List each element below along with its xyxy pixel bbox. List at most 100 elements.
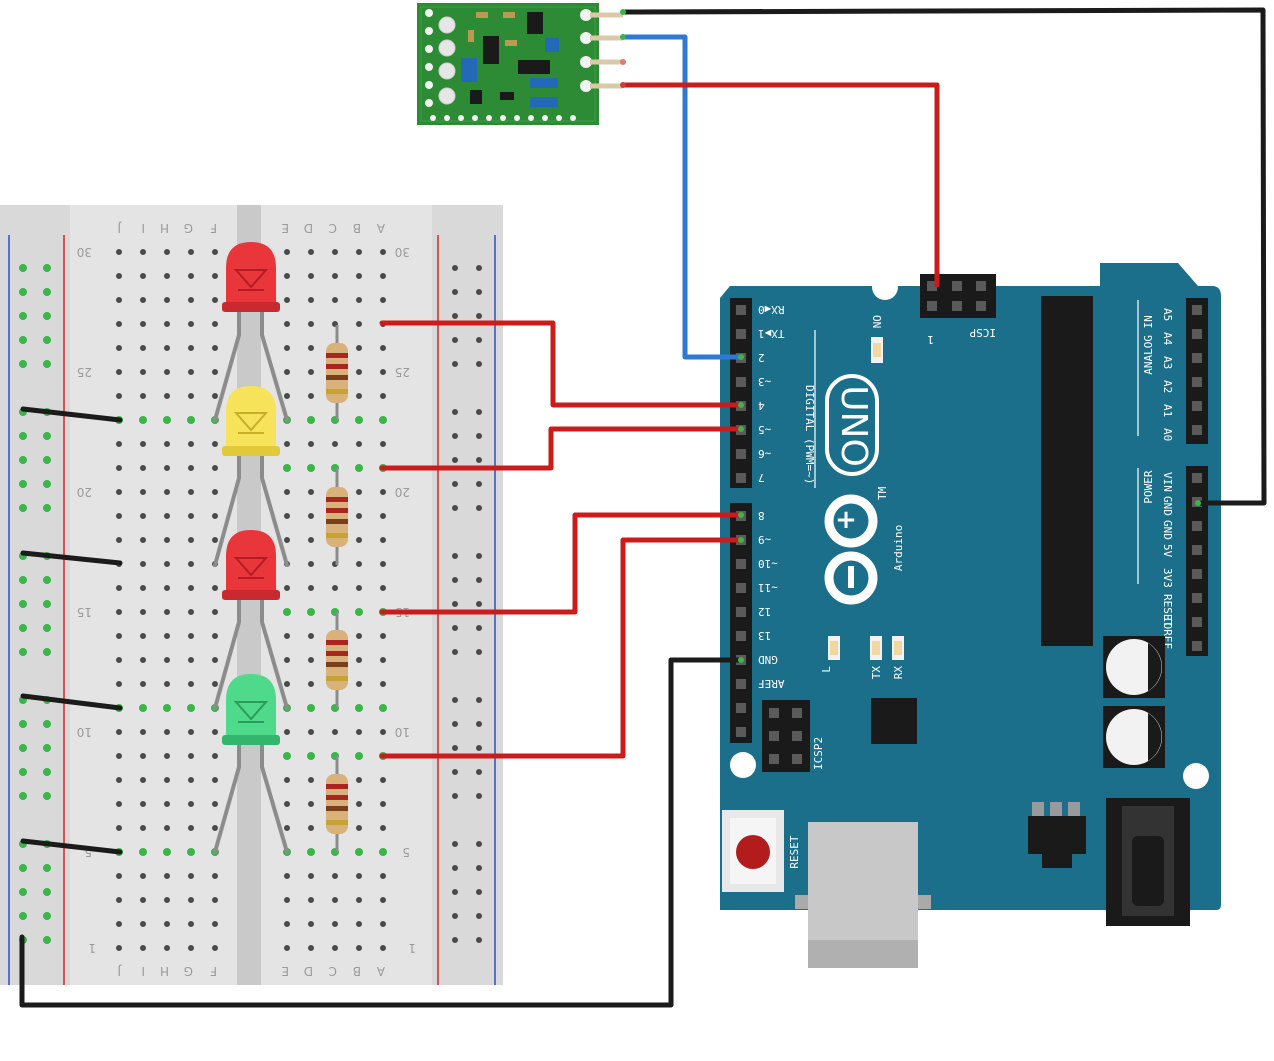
breadboard-hole (284, 441, 290, 447)
breadboard-hole (164, 657, 170, 663)
breadboard-hole (356, 681, 362, 687)
breadboard-hole (43, 792, 51, 800)
breadboard-hole (452, 625, 458, 631)
breadboard-hole (452, 481, 458, 487)
breadboard-hole (284, 273, 290, 279)
breadboard-hole (188, 537, 194, 543)
breadboard-hole (212, 297, 218, 303)
breadboard-hole (43, 912, 51, 920)
arduino-brand: Arduino (892, 525, 905, 571)
breadboard-hole (476, 937, 482, 943)
pin-label: ~10 (758, 557, 778, 570)
breadboard-hole (140, 465, 146, 471)
breadboard-hole (380, 297, 386, 303)
breadboard-hole (19, 744, 27, 752)
breadboard-hole (188, 729, 194, 735)
reset-button[interactable] (722, 810, 784, 892)
wire-black-gnd (19, 657, 744, 1008)
breadboard-hole (188, 777, 194, 783)
breadboard-hole (476, 721, 482, 727)
breadboard-hole (212, 249, 218, 255)
breadboard-hole (380, 897, 386, 903)
pin-label: RESET (1161, 594, 1174, 627)
breadboard-hole (43, 744, 51, 752)
breadboard-hole (380, 369, 386, 375)
breadboard-hole (164, 777, 170, 783)
breadboard-hole (212, 465, 218, 471)
breadboard-hole (476, 337, 482, 343)
header-pin (1192, 353, 1202, 363)
breadboard-hole (43, 480, 51, 488)
breadboard-hole (164, 297, 170, 303)
col-letter: B (353, 221, 361, 235)
row-number: 1 (88, 941, 96, 955)
breadboard-hole (356, 345, 362, 351)
breadboard-hole (308, 897, 314, 903)
breadboard-hole (140, 897, 146, 903)
breadboard-hole (332, 897, 338, 903)
breadboard-hole (164, 393, 170, 399)
pin-label: A1 (1161, 404, 1174, 417)
uno-logo-frame (825, 374, 879, 476)
breadboard-hole (284, 537, 290, 543)
breadboard-hole (452, 601, 458, 607)
breadboard-hole (19, 360, 27, 368)
breadboard-hole (164, 513, 170, 519)
breadboard-hole (164, 441, 170, 447)
breadboard-hole (164, 489, 170, 495)
wire-blue-module-pin2 (620, 34, 744, 360)
breadboard-hole (332, 729, 338, 735)
breadboard-hole (476, 697, 482, 703)
breadboard-hole (116, 753, 122, 759)
breadboard-hole (43, 312, 51, 320)
breadboard-hole (188, 753, 194, 759)
breadboard-hole (188, 585, 194, 591)
breadboard-hole (380, 825, 386, 831)
breadboard-hole (332, 921, 338, 927)
breadboard-hole (356, 585, 362, 591)
breadboard-hole (452, 409, 458, 415)
breadboard-hole (284, 513, 290, 519)
breadboard-hole (187, 416, 195, 424)
breadboard-hole (308, 489, 314, 495)
usb-connector (795, 822, 931, 968)
breadboard-hole (452, 841, 458, 847)
breadboard-hole (476, 577, 482, 583)
breadboard-hole (356, 537, 362, 543)
breadboard-hole (164, 585, 170, 591)
col-letter: E (281, 964, 289, 978)
breadboard-hole (307, 752, 315, 760)
breadboard-hole (116, 513, 122, 519)
breadboard-hole (308, 321, 314, 327)
wire-red-module-icsp (620, 82, 940, 288)
col-letter: A (376, 964, 385, 978)
breadboard-hole (308, 873, 314, 879)
reset-label: RESET (788, 835, 801, 868)
pin-label: ~11 (758, 581, 778, 594)
breadboard-hole (452, 433, 458, 439)
breadboard-hole (476, 841, 482, 847)
breadboard-hole (164, 537, 170, 543)
resistors (326, 325, 348, 852)
breadboard-hole (380, 633, 386, 639)
breadboard-hole (212, 393, 218, 399)
mounting-hole (1183, 763, 1209, 789)
yellow-led (222, 386, 280, 456)
breadboard-hole (188, 249, 194, 255)
breadboard-hole (308, 513, 314, 519)
row-number: 20 (395, 485, 410, 499)
breadboard-hole (164, 873, 170, 879)
header-pin (1192, 329, 1202, 339)
wire-red-pin8 (379, 512, 744, 615)
breadboard-hole (356, 489, 362, 495)
breadboard-hole (19, 648, 27, 656)
breadboard-hole (332, 249, 338, 255)
pin-label: 3V3 (1161, 568, 1174, 588)
breadboard-hole (19, 864, 27, 872)
row-number: 5 (84, 845, 92, 859)
breadboard-hole (356, 393, 362, 399)
breadboard-hole (43, 576, 51, 584)
breadboard-hole (212, 801, 218, 807)
pin-label: ~9 (758, 533, 771, 546)
row-number: 20 (77, 485, 92, 499)
